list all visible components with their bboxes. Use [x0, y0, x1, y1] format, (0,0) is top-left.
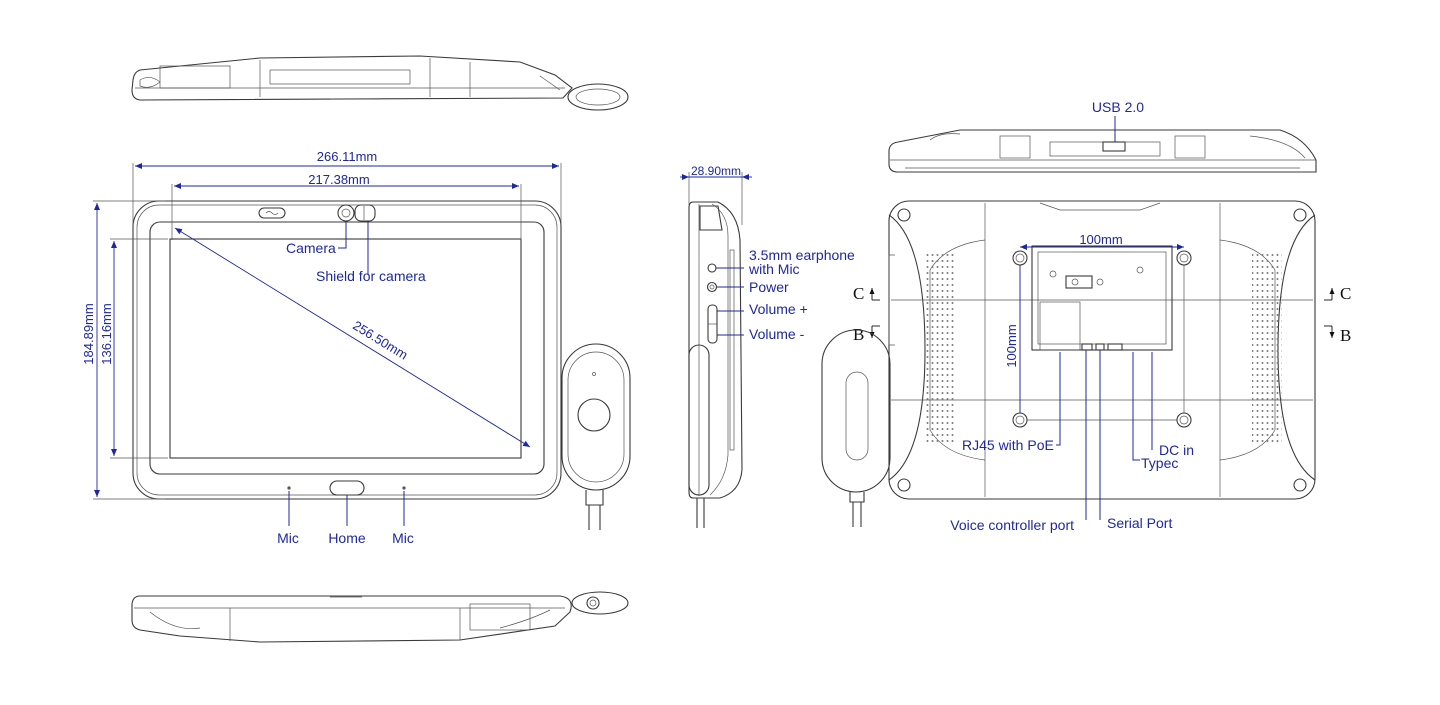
camera-label: Camera	[286, 240, 336, 256]
section-c-right: C	[1340, 284, 1351, 303]
volume-up-label: Volume +	[749, 301, 808, 317]
depth-dimension: 28.90mm	[691, 164, 741, 178]
earphone-label-line1: 3.5mm earphone	[749, 247, 855, 263]
vesa-width-dimension: 100mm	[1079, 232, 1122, 247]
rear-voice-controller	[821, 329, 891, 527]
screen-width-dimension: 217.38mm	[308, 172, 369, 187]
camera-shield-label: Shield for camera	[316, 268, 426, 284]
voice-port-label: Voice controller port	[950, 517, 1074, 533]
diagonal-dimension: 256.50mm	[350, 318, 410, 363]
volume-down-label: Volume -	[749, 326, 805, 342]
front-view: 266.11mm 217.38mm 256.50mm 184.89mm 136.…	[81, 149, 562, 546]
side-view: 28.90mm 3.5mm earphone with Mic Power Vo…	[680, 164, 855, 528]
overall-width-dimension: 266.11mm	[317, 149, 377, 164]
rj45-label: RJ45 with PoE	[962, 437, 1054, 453]
screen-height-dimension: 136.16mm	[99, 303, 114, 364]
section-c-left: C	[853, 284, 864, 303]
vesa-height-dimension: 100mm	[1004, 324, 1019, 367]
usb-label: USB 2.0	[1092, 99, 1144, 115]
typec-label: Typec	[1141, 455, 1178, 471]
power-label: Power	[749, 279, 789, 295]
rear-top-view: USB 2.0	[888, 99, 1317, 173]
earphone-label-line2: with Mic	[748, 261, 800, 277]
mic-right-label: Mic	[392, 530, 414, 546]
section-b-left: B	[853, 325, 864, 344]
overall-height-dimension: 184.89mm	[81, 303, 96, 364]
front-voice-controller	[561, 343, 631, 530]
serial-port-label: Serial Port	[1107, 515, 1172, 531]
bottom-view	[131, 591, 629, 643]
mic-left-label: Mic	[277, 530, 299, 546]
rear-view: 100mm 100mm RJ45 with PoE DC in Typec Vo…	[853, 200, 1351, 533]
top-view	[131, 55, 629, 111]
dc-in-label: DC in	[1159, 442, 1194, 458]
section-b-right: B	[1340, 326, 1351, 345]
home-label: Home	[328, 530, 366, 546]
